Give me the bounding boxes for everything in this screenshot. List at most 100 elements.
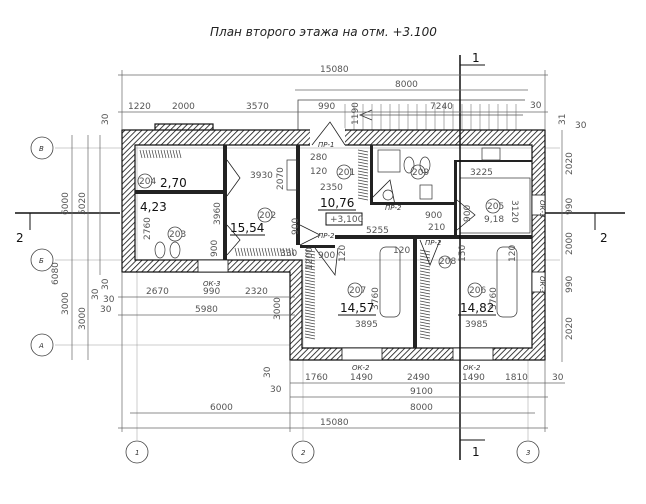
svg-text:Б: Б (39, 257, 44, 265)
wardrobe-hatch (148, 149, 152, 159)
dimension-text-left: 6000 6080 5020 3000 3000 30 30 (51, 192, 112, 330)
wardrobe-hatch (357, 185, 369, 189)
svg-text:8000: 8000 (395, 80, 418, 90)
svg-text:1220: 1220 (128, 102, 151, 112)
wardrobe-hatch (243, 247, 247, 257)
wardrobe-hatch (304, 276, 316, 280)
svg-text:6000: 6000 (61, 192, 71, 215)
svg-text:1490: 1490 (350, 373, 373, 383)
svg-text:31: 31 (558, 114, 568, 125)
svg-text:209: 209 (412, 168, 429, 178)
svg-text:330: 330 (280, 249, 297, 259)
dimension-text-lower-left: 2670 990 2320 5980 3000 30 30 (101, 278, 283, 320)
wardrobe-hatch (419, 309, 431, 313)
svg-text:3000: 3000 (78, 307, 88, 330)
wardrobe-hatch (419, 306, 431, 310)
wardrobe-hatch (304, 249, 316, 253)
wardrobe-hatch (304, 285, 316, 289)
staircase (297, 99, 525, 130)
svg-text:ОК-3: ОК-3 (538, 200, 546, 217)
svg-text:202: 202 (259, 211, 276, 221)
wardrobe-hatch (419, 282, 431, 286)
dimension-text-inner: 3930 3960 2070 280 120 2350 5255 900 210… (143, 153, 519, 330)
wardrobe-hatch (419, 279, 431, 283)
svg-text:14,82: 14,82 (460, 301, 494, 315)
wardrobe-hatch (357, 164, 369, 168)
svg-text:2020: 2020 (565, 152, 575, 175)
wardrobe-hatch (419, 267, 431, 271)
wardrobe-hatch (304, 321, 316, 325)
wardrobe-hatch (419, 291, 431, 295)
svg-text:3225: 3225 (470, 168, 493, 178)
wardrobe-hatch (419, 264, 431, 268)
axis-bubbles: В Б А 1 2 3 (30, 136, 540, 464)
wardrobe-hatch (267, 247, 271, 257)
wardrobe-hatch (419, 249, 431, 253)
wardrobe-hatch (304, 267, 316, 271)
wardrobe-hatch (419, 276, 431, 280)
walls (121, 123, 546, 361)
wardrobe-hatch (304, 309, 316, 313)
wardrobe-hatch (154, 149, 158, 159)
svg-text:30: 30 (575, 121, 587, 131)
wardrobe-hatch (178, 149, 182, 159)
svg-text:3760: 3760 (489, 287, 499, 310)
svg-text:210: 210 (428, 223, 445, 233)
svg-text:2020: 2020 (565, 317, 575, 340)
wardrobe-hatch (357, 194, 369, 198)
wardrobe-hatch (419, 336, 431, 340)
wardrobe-hatch (288, 247, 292, 257)
svg-text:1810: 1810 (505, 373, 528, 383)
wardrobe-hatch (419, 315, 431, 319)
wardrobe-hatch (145, 149, 149, 159)
svg-text:1760: 1760 (305, 373, 328, 383)
svg-text:990: 990 (203, 287, 220, 297)
wardrobe-hatch (304, 333, 316, 337)
wardrobe-hatch (419, 333, 431, 337)
wardrobe-hatch (234, 247, 238, 257)
wardrobe-hatch (304, 261, 316, 265)
wardrobe-hatch (304, 297, 316, 301)
svg-text:2320: 2320 (245, 287, 268, 297)
wardrobe-hatch (304, 318, 316, 322)
svg-text:10,76: 10,76 (320, 196, 354, 210)
svg-text:ПР-1: ПР-1 (318, 141, 334, 149)
wardrobe-hatch (172, 149, 176, 159)
wardrobe-hatch (419, 285, 431, 289)
wardrobe-hatch (357, 170, 369, 174)
svg-text:30: 30 (101, 278, 111, 290)
doors (226, 121, 476, 277)
wardrobe-hatch (282, 247, 286, 257)
svg-text:207: 207 (349, 286, 366, 296)
svg-text:8000: 8000 (410, 403, 433, 413)
section-1-top: 1 (472, 51, 480, 65)
svg-text:3960: 3960 (213, 202, 223, 225)
wardrobe-hatch (419, 303, 431, 307)
svg-text:150: 150 (458, 245, 468, 262)
wardrobe-hatch (357, 182, 369, 186)
wardrobe-hatch (419, 294, 431, 298)
dimension-text-top: 15080 8000 1220 2000 3570 990 7240 1190 … (101, 65, 568, 125)
wardrobe-hatch (252, 247, 256, 257)
svg-text:120: 120 (393, 246, 410, 256)
svg-text:1: 1 (135, 449, 139, 457)
wardrobe-hatch (304, 327, 316, 331)
svg-text:30: 30 (103, 295, 115, 305)
svg-text:3930: 3930 (250, 171, 273, 181)
wardrobe-hatch (304, 288, 316, 292)
svg-text:3895: 3895 (355, 320, 378, 330)
svg-text:2: 2 (301, 449, 306, 457)
svg-text:2000: 2000 (172, 102, 195, 112)
svg-text:2350: 2350 (320, 183, 343, 193)
svg-text:ПР-2: ПР-2 (318, 232, 335, 240)
wardrobe-hatch (419, 297, 431, 301)
svg-text:990: 990 (318, 102, 335, 112)
wardrobe-hatch (304, 336, 316, 340)
wardrobe-hatch (276, 247, 280, 257)
room-208: 208 (438, 255, 456, 269)
section-2-left: 2 (16, 231, 24, 245)
wardrobe-hatch (304, 255, 316, 259)
